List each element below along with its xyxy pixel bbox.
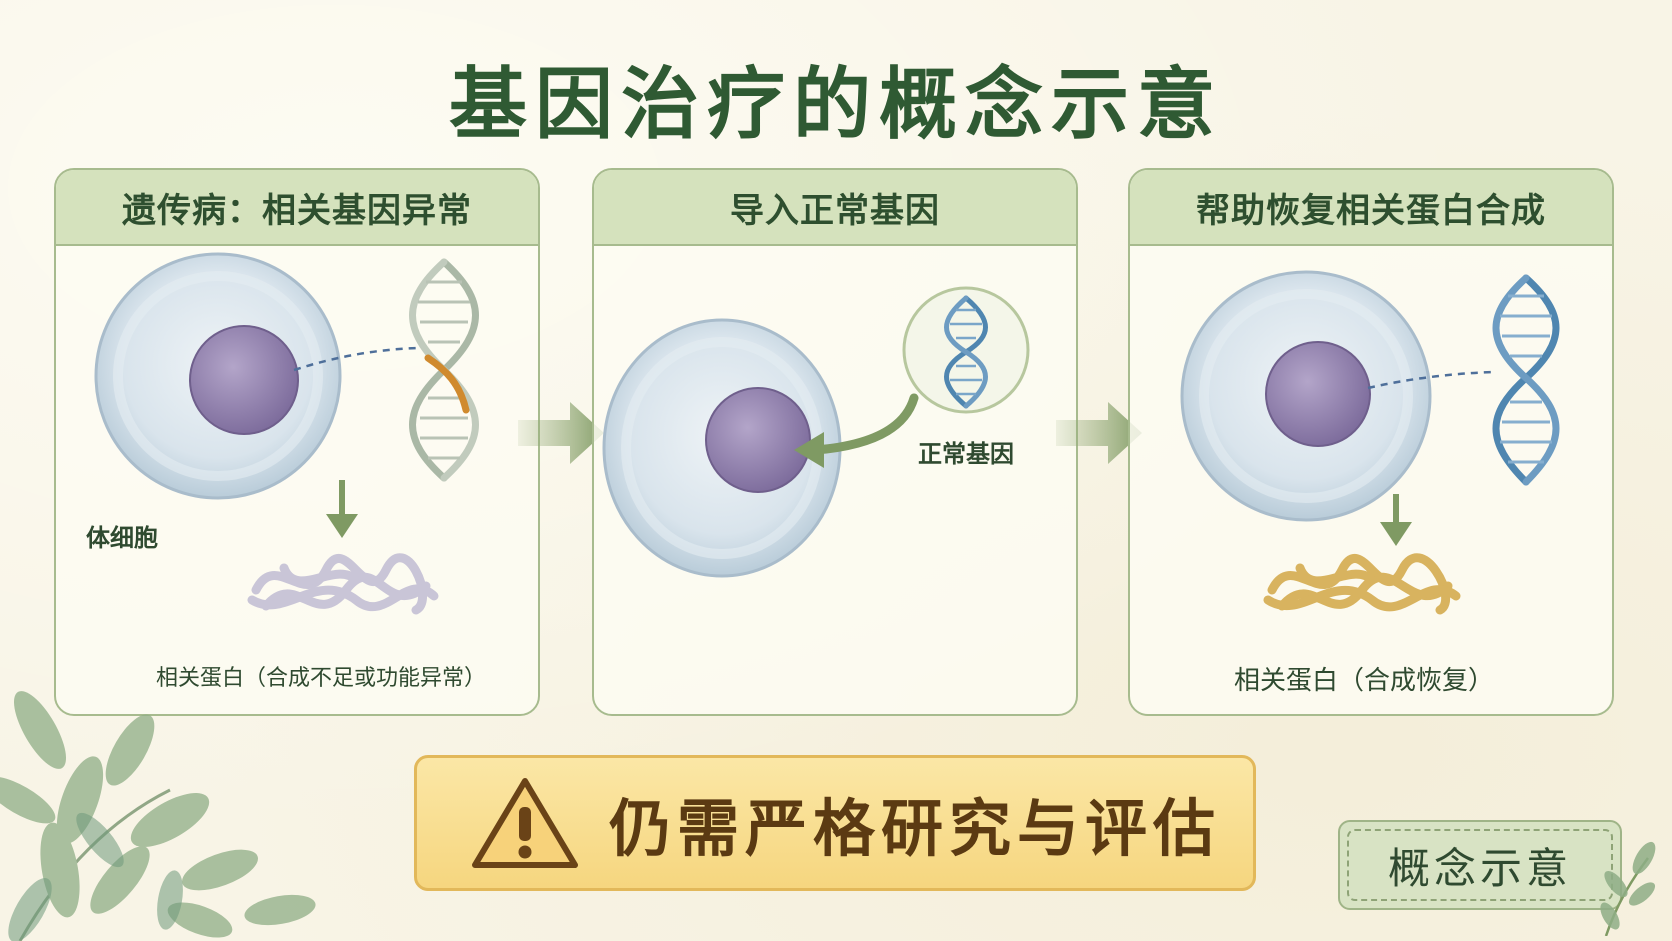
panel-illustration [602, 286, 1030, 578]
panel-genetic-disease: 遗传病：相关基因异常 [54, 168, 540, 716]
protein-label: 相关蛋白（合成不足或功能异常） [156, 666, 487, 691]
pointer-line [293, 346, 419, 372]
concept-badge: 概念示意 [1338, 820, 1622, 910]
dna-helix-faulty-icon [409, 258, 479, 482]
cell-label: 体细胞 [86, 524, 158, 552]
curved-arrow-head [794, 432, 824, 468]
badge-text: 概念示意 [1387, 843, 1572, 893]
warning-banner: 仍需严格研究与评估 [414, 755, 1256, 891]
pointer-line [1367, 370, 1495, 390]
sprig-decoration-icon [1600, 841, 1656, 936]
panel-introduce-gene: 导入正常基因 [592, 168, 1078, 716]
badge-dashed-border [1347, 829, 1613, 901]
leaves-decoration-icon [0, 691, 316, 941]
panel-header: 遗传病：相关基因异常 [56, 170, 538, 246]
right-arrow-icon [518, 402, 604, 464]
protein-tangle-normal-icon [1263, 553, 1461, 615]
panel-illustration [94, 252, 479, 615]
warning-triangle-icon [472, 778, 578, 868]
nucleus [1265, 341, 1371, 447]
panel-restore-protein: 帮助恢复相关蛋白合成 [1128, 168, 1614, 716]
warning-text: 仍需严格研究与评估 [609, 792, 1222, 865]
page-title: 基因治疗的概念示意 [448, 59, 1223, 150]
dna-helix-normal-icon [944, 295, 988, 409]
down-arrow-icon [326, 480, 358, 538]
dna-helix-normal-icon [1492, 274, 1560, 486]
nucleus [189, 325, 299, 435]
panel-header: 导入正常基因 [594, 170, 1076, 246]
nucleus [705, 387, 811, 493]
panel-illustration [1180, 270, 1560, 615]
gene-label: 正常基因 [918, 440, 1014, 468]
panel-header: 帮助恢复相关蛋白合成 [1130, 170, 1612, 246]
right-arrow-icon [1056, 402, 1142, 464]
protein-tangle-faulty-icon [247, 553, 439, 615]
curved-arrow-icon [811, 393, 919, 455]
down-arrow-icon [1380, 494, 1412, 546]
protein-label: 相关蛋白（合成恢复） [1234, 666, 1495, 696]
